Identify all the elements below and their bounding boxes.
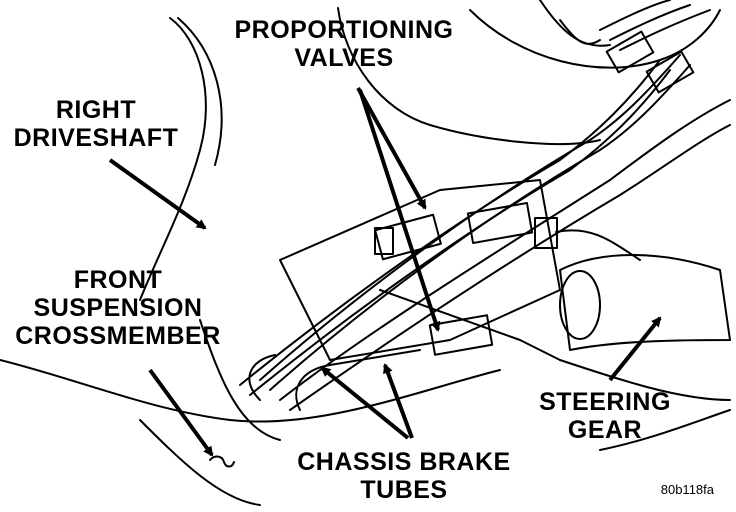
label-line: TUBES [360, 476, 448, 504]
proportioning-valves-arrow [356, 87, 427, 210]
figure-code: 80b118fa [660, 482, 714, 497]
label-line: FRONT [73, 266, 163, 294]
brake-tube [249, 69, 671, 396]
steering-gear-arrow [608, 316, 662, 382]
background-curve [539, 0, 611, 47]
label-proportioning-valves: PROPORTIONING VALVES [222, 16, 466, 72]
label-line: DRIVESHAFT [13, 124, 179, 152]
valve-fitting [374, 227, 394, 255]
brake-tube [248, 354, 276, 401]
tube-clip [645, 50, 695, 94]
crossmember-outline [139, 419, 261, 506]
label-line: SUSPENSION [33, 294, 203, 322]
steering-gear-end [559, 270, 601, 340]
background-curve [469, 9, 721, 69]
brake-tube [289, 124, 731, 411]
label-right-driveshaft: RIGHT DRIVESHAFT [6, 96, 186, 152]
label-steering-gear: STEERING GEAR [525, 388, 685, 444]
brake-tube [269, 64, 691, 391]
label-line: PROPORTIONING [234, 16, 454, 44]
label-line: RIGHT [55, 96, 137, 124]
crossmember-outline [199, 319, 281, 441]
crossmember-outline [0, 359, 501, 423]
steering-gear-outline [559, 359, 731, 401]
valve-fitting [534, 217, 558, 249]
label-line: GEAR [567, 416, 643, 444]
proportioning-valve [466, 202, 534, 244]
brake-tube [599, 0, 671, 31]
brake-tube [279, 99, 731, 401]
brake-tube [239, 59, 661, 386]
tube-clip [605, 30, 655, 74]
right-driveshaft-outline [139, 17, 207, 301]
crossmember-arrow [148, 368, 214, 457]
brake-tube [259, 54, 681, 381]
label-line: STEERING [539, 388, 671, 416]
brake-tube [609, 4, 691, 41]
crossmember-outline [379, 289, 561, 361]
steering-gear-outline [599, 409, 731, 451]
crossmember-detail [209, 455, 235, 468]
chassis-brake-tubes-arrow [383, 363, 414, 439]
label-line: VALVES [294, 44, 394, 72]
brake-tube [619, 9, 711, 51]
label-chassis-brake-tubes: CHASSIS BRAKE TUBES [286, 448, 522, 504]
right-driveshaft-arrow [108, 158, 207, 230]
brake-tube [295, 349, 421, 411]
valve-housing [279, 179, 561, 361]
steering-gear-body [559, 254, 731, 351]
proportioning-valves-arrow [358, 89, 441, 332]
background-curve [337, 7, 601, 146]
label-line: CHASSIS BRAKE [297, 448, 511, 476]
label-line: CROSSMEMBER [15, 322, 221, 350]
label-front-suspension-crossmember: FRONT SUSPENSION CROSSMEMBER [4, 266, 232, 350]
chassis-brake-tubes-arrow [320, 366, 410, 440]
brake-tube [555, 229, 641, 261]
proportioning-valve [428, 314, 494, 356]
background-curve [177, 17, 223, 166]
